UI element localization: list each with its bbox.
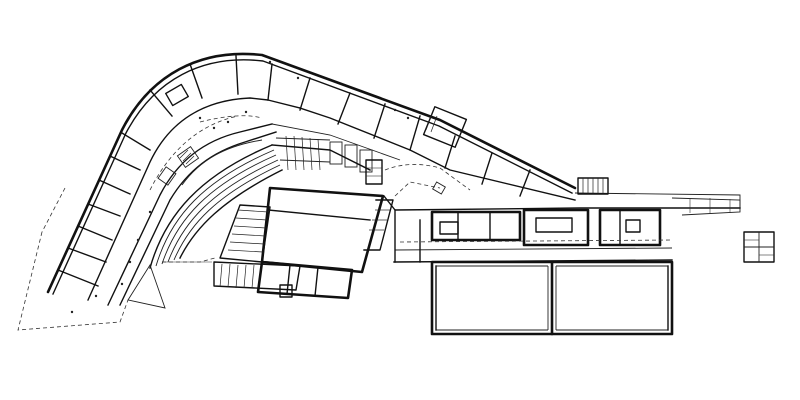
east-corridor <box>383 177 741 263</box>
column-dots <box>70 60 410 314</box>
auditorium-block <box>127 135 394 309</box>
curved-classroom-wing <box>17 52 577 331</box>
gymnasium-halls <box>430 260 674 336</box>
annex-square <box>743 231 775 263</box>
